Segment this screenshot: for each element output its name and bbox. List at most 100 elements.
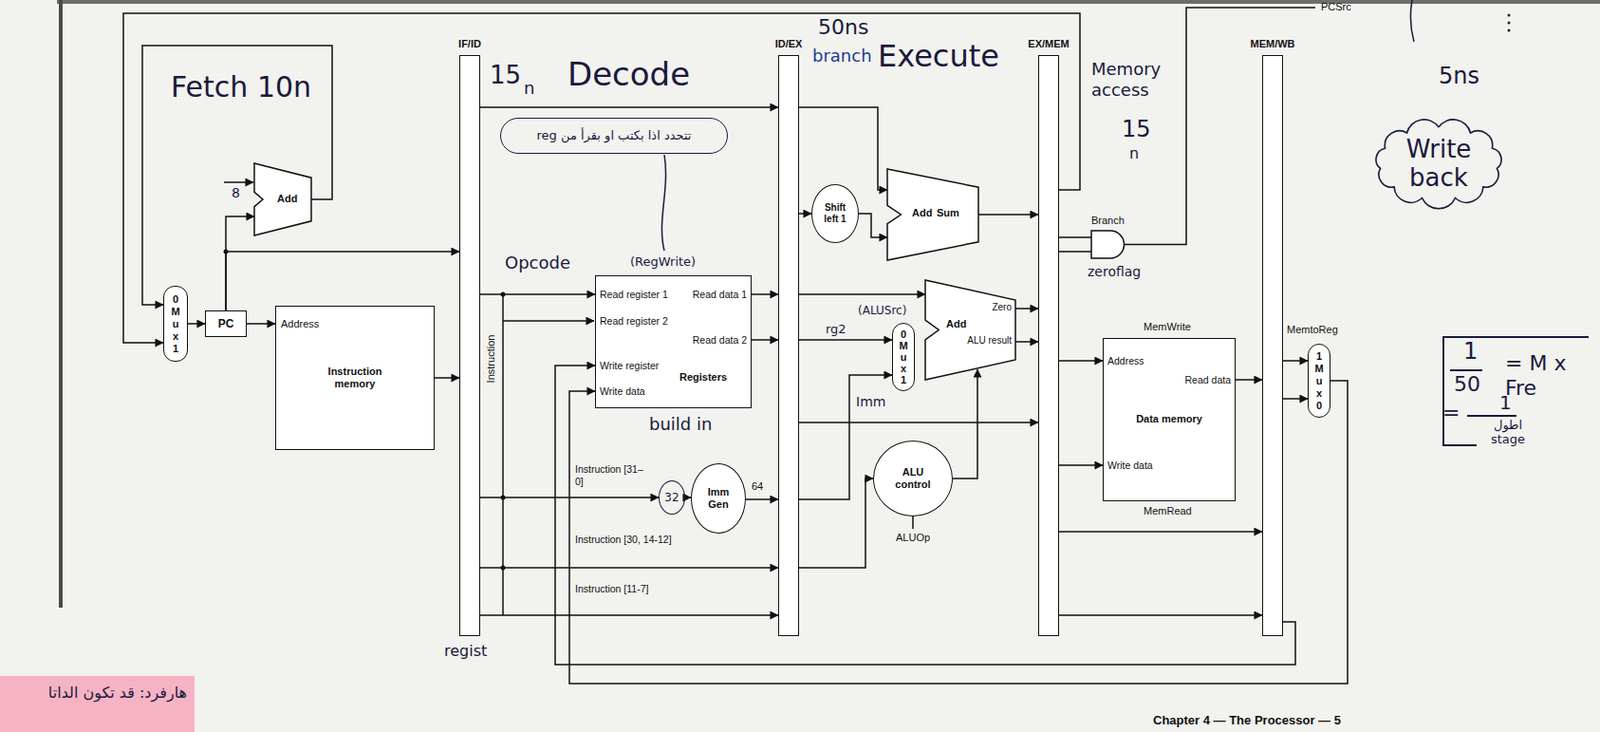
datapath-wire — [480, 106, 779, 109]
handwritten-note: (ALUSrc) — [857, 303, 907, 317]
datapath-wire — [1283, 359, 1308, 362]
datapath-wire — [1235, 378, 1263, 381]
datapath-wire — [1015, 307, 1039, 310]
datapath-wire — [799, 421, 1039, 424]
node-text: ALU result — [967, 334, 1012, 347]
dot — [1507, 29, 1511, 33]
signal-label: MemtoReg — [1286, 323, 1339, 336]
node-text: Imm Gen — [699, 485, 738, 511]
datapath-wire — [1059, 613, 1263, 616]
frequency-note-shape — [1443, 336, 1589, 446]
register-file: Read register 1Read register 2Write regi… — [595, 275, 752, 409]
imm-gen: Imm Gen — [690, 463, 746, 534]
datapath-wire — [799, 478, 874, 568]
handwritten-note: Fetch 10n — [170, 70, 312, 105]
node-text: هارفرد: قد تكون الداتا — [48, 683, 187, 702]
node-text: تتحدد اذا بكتب او بقرأ من reg — [537, 128, 692, 144]
node-text: 0 M u x 1 — [170, 293, 182, 355]
datapath-wire — [225, 251, 460, 311]
handwritten-note: n — [523, 77, 535, 99]
instruction-memory: AddressInstruction memory — [275, 305, 435, 450]
node-text: Registers — [679, 371, 727, 384]
signal-label: ALUOp — [895, 531, 931, 544]
signal-label: Instruction [30, 14-12] — [575, 533, 680, 546]
handwritten-note: n — [1129, 144, 1139, 163]
datapath-wire — [480, 613, 779, 616]
node-text: 1 — [1499, 390, 1512, 414]
datapath-wire — [246, 322, 276, 325]
handwritten-note: (RegWrite) — [630, 254, 696, 270]
datapath-wire — [1283, 397, 1308, 400]
signal-label: Instruction [11-7] — [575, 582, 652, 596]
alu: AddZeroALU result — [925, 279, 1016, 380]
stage-label: ID/EX — [775, 37, 803, 51]
wire — [1059, 237, 1092, 252]
node-text: Read register 1 — [599, 288, 669, 301]
data-memory: AddressRead dataData memoryWrite data — [1102, 337, 1236, 502]
datapath-wire — [1059, 359, 1103, 362]
node-text: Address — [280, 317, 319, 331]
handwritten-note: 15 — [489, 60, 521, 91]
alu-shape — [925, 279, 1016, 380]
handwritten-note: تتحدد اذا بكتب او بقرأ من reg — [500, 117, 728, 154]
node-text: Shift left 1 — [817, 202, 854, 225]
signal-label: PCSrc — [1320, 0, 1352, 14]
datapath-wire — [751, 338, 779, 341]
datapath-wire — [480, 566, 779, 569]
node-text: 1 M u x 0 — [1314, 350, 1325, 412]
node-text: Read data 2 — [692, 334, 747, 347]
cloud-note: Write back — [1372, 119, 1506, 207]
pipeline-register: EX/MEM — [1038, 55, 1060, 636]
signal-label: MemRead — [1143, 504, 1192, 518]
circled-number: 32 — [658, 480, 686, 515]
dot — [1507, 21, 1511, 25]
control-wire — [911, 516, 914, 529]
datapath-wire — [434, 376, 460, 379]
node-text: 50 — [1453, 372, 1481, 397]
stage-label: IF/ID — [458, 37, 482, 51]
node-text: Instruction memory — [312, 365, 398, 391]
mem-to-reg-mux: 1 M u x 0 — [1307, 343, 1331, 418]
signal-label: Instruction [31–0] — [575, 463, 652, 487]
pc-adder: Add — [254, 163, 312, 236]
datapath-wire — [799, 212, 812, 215]
pipeline-register: IF/ID — [459, 55, 481, 636]
node-text: Read data 1 — [692, 288, 747, 301]
node-text: Zero — [991, 301, 1012, 314]
node-text: Add — [911, 206, 932, 220]
stage-label: EX/MEM — [1027, 37, 1069, 51]
page-edge — [58, 0, 63, 608]
node-text: = — [1442, 400, 1460, 426]
shift-unit: Shift left 1 — [811, 184, 859, 243]
pc-register: PC — [204, 310, 247, 337]
node-text: Read data — [1185, 373, 1231, 387]
datapath-wire — [799, 338, 893, 341]
node-text: Write data — [1107, 459, 1154, 472]
node-text: Write back — [1391, 134, 1487, 192]
leader-line — [661, 154, 666, 251]
handwritten-note: Imm — [855, 393, 886, 410]
sticky-note: هارفرد: قد تكون الداتا — [0, 675, 195, 732]
datapath-wire — [952, 369, 978, 479]
datapath-wire — [480, 293, 596, 296]
datapath-wire — [1059, 530, 1263, 533]
signal-label: MemWrite — [1143, 320, 1191, 334]
node-text: Data memory — [1135, 412, 1203, 426]
datapath-wire — [799, 107, 888, 190]
alu-outline — [925, 279, 1016, 380]
node-text: 0 M u x 1 — [898, 328, 910, 386]
handwritten-note: Execute — [877, 37, 1000, 75]
datapath-wire — [142, 45, 333, 305]
bracket — [1410, 0, 1414, 42]
pc-mux: 0 M u x 1 — [163, 285, 188, 362]
pipeline-register: ID/EX — [778, 55, 800, 636]
node-text: Address — [1107, 354, 1145, 368]
datapath-wire — [225, 216, 255, 311]
node-text: PC — [218, 316, 235, 331]
datapath-wire — [1015, 340, 1039, 343]
node-text: Read register 2 — [599, 315, 669, 328]
node-text: Sum — [936, 206, 960, 220]
